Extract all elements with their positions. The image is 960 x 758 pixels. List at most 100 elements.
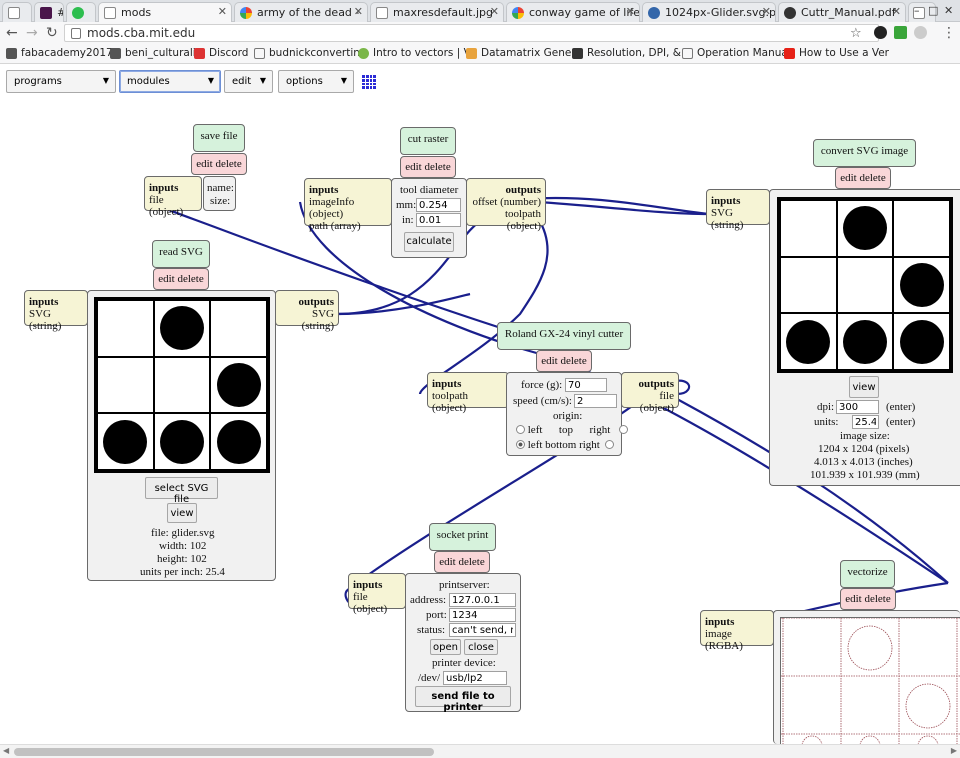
page-info-icon[interactable]: [71, 28, 81, 39]
bookmark-item[interactable]: Operation Manual: [682, 47, 791, 59]
scroll-right-arrow-icon[interactable]: ▶: [950, 746, 957, 755]
bookmark-item[interactable]: fabacademy2017: [6, 47, 113, 59]
printer-device-input[interactable]: [443, 671, 507, 685]
units-input[interactable]: [852, 415, 879, 429]
read-svg-panel: select SVG file view file: glider.svg wi…: [87, 290, 276, 581]
bookmark-item[interactable]: Intro to vectors | V: [358, 47, 471, 59]
minimize-icon[interactable]: –: [914, 4, 920, 17]
save-file-edit-delete[interactable]: edit delete: [191, 153, 247, 175]
force-input[interactable]: [565, 378, 607, 392]
edit-menu[interactable]: edit▼: [224, 70, 273, 93]
socket-print-edit-delete[interactable]: edit delete: [434, 551, 490, 573]
origin-left-top-radio[interactable]: [516, 425, 525, 434]
bookmark-item[interactable]: budnickconverting: [254, 47, 367, 59]
close-tab-icon[interactable]: ✕: [891, 5, 901, 18]
calculate-button[interactable]: calculate: [404, 232, 454, 252]
bookmark-item[interactable]: Datamatrix Gener: [466, 47, 576, 59]
port-input[interactable]: [449, 608, 516, 622]
bookmark-item[interactable]: beni_culturali: [110, 47, 196, 59]
glider-live-cell: [842, 206, 888, 251]
close-tab-icon[interactable]: ✕: [217, 5, 227, 18]
extension-icon[interactable]: [914, 26, 927, 39]
roland-edit-delete[interactable]: edit delete: [536, 350, 592, 372]
bookmark-item[interactable]: How to Use a Ver: [784, 47, 889, 59]
open-button[interactable]: open: [430, 639, 461, 655]
vectorize-title[interactable]: vectorize: [840, 560, 895, 588]
close-window-icon[interactable]: ✕: [944, 4, 954, 17]
blank-page-icon: [8, 7, 20, 19]
close-tab-icon[interactable]: ✕: [353, 5, 363, 18]
browser-tab[interactable]: maxresdefault.jpg✕: [370, 2, 504, 22]
browser-tab[interactable]: Cuttr_Manual.pdf✕: [778, 2, 906, 22]
close-tab-icon[interactable]: ✕: [625, 5, 635, 18]
tool-diameter-in-input[interactable]: [416, 213, 461, 227]
bookmark-star-icon[interactable]: ☆: [850, 26, 862, 41]
read-svg-view-button[interactable]: view: [167, 503, 197, 523]
read-svg-title[interactable]: read SVG: [152, 240, 210, 268]
forward-icon[interactable]: →: [26, 25, 38, 41]
convert-svg-title[interactable]: convert SVG image: [813, 139, 916, 167]
origin-right-bottom-radio[interactable]: [605, 440, 615, 449]
apps-grid-icon[interactable]: [362, 75, 376, 89]
options-menu[interactable]: options▼: [278, 70, 354, 93]
url-input[interactable]: mods.cba.mit.edu: [64, 24, 879, 42]
convert-svg-view-button[interactable]: view: [849, 376, 879, 398]
browser-tab[interactable]: [66, 2, 96, 22]
send-file-to-printer-button[interactable]: send file to printer: [415, 686, 511, 713]
browser-tab-active[interactable]: mods✕: [98, 2, 232, 23]
close-button[interactable]: close: [464, 639, 498, 655]
glider-cell: [780, 200, 837, 257]
programs-menu[interactable]: programs▼: [6, 70, 116, 93]
browser-tab[interactable]: army of the dead -✕: [234, 2, 368, 22]
bookmark-item[interactable]: Discord: [194, 47, 248, 59]
extension-icon[interactable]: [894, 26, 907, 39]
save-file-title[interactable]: save file: [193, 124, 245, 152]
menu-kebab-icon[interactable]: ⋮: [942, 25, 956, 41]
convert-svg-edit-delete[interactable]: edit delete: [835, 167, 891, 189]
roland-title[interactable]: Roland GX-24 vinyl cutter: [497, 322, 631, 350]
dpi-input[interactable]: [836, 400, 879, 414]
horizontal-scrollbar[interactable]: ◀ ▶: [0, 744, 960, 758]
browser-tab[interactable]: 1024px-Glider.svg.p✕: [642, 2, 776, 22]
socket-print-title[interactable]: socket print: [429, 523, 496, 551]
reload-icon[interactable]: ↻: [46, 25, 58, 41]
maximize-icon[interactable]: □: [928, 4, 939, 17]
browser-tab[interactable]: #: [34, 2, 64, 22]
extension-icon[interactable]: [874, 26, 887, 39]
browser-tab[interactable]: [908, 2, 936, 22]
blank-page-icon: [104, 7, 116, 19]
vectorize-edit-delete[interactable]: edit delete: [840, 588, 896, 610]
tool-diameter-mm-input[interactable]: [416, 198, 461, 212]
read-svg-edit-delete[interactable]: edit delete: [153, 268, 209, 290]
port-label: port:: [426, 609, 447, 621]
close-tab-icon[interactable]: ✕: [761, 5, 771, 18]
back-icon[interactable]: ←: [6, 25, 18, 41]
select-svg-file-button[interactable]: select SVG file: [145, 477, 218, 505]
address-input[interactable]: [449, 593, 516, 607]
close-tab-icon[interactable]: ✕: [489, 5, 499, 18]
device-prefix-label: /dev/: [418, 672, 440, 684]
browser-tab[interactable]: conway game of life✕: [506, 2, 640, 22]
origin-left-bottom-radio[interactable]: [516, 440, 525, 449]
scroll-left-arrow-icon[interactable]: ◀: [3, 746, 10, 755]
modules-menu[interactable]: modules▼: [119, 70, 221, 93]
in-label: in:: [402, 214, 414, 226]
scrollbar-thumb[interactable]: [14, 748, 434, 756]
cut-raster-title[interactable]: cut raster: [400, 127, 456, 155]
bookmark-item[interactable]: Resolution, DPI, &: [572, 47, 681, 59]
cut-raster-edit-delete[interactable]: edit delete: [400, 156, 456, 178]
glider-cell: [153, 413, 211, 470]
speed-input[interactable]: [574, 394, 617, 408]
browser-tab[interactable]: [2, 2, 32, 22]
origin-right-top-radio[interactable]: [618, 425, 628, 434]
